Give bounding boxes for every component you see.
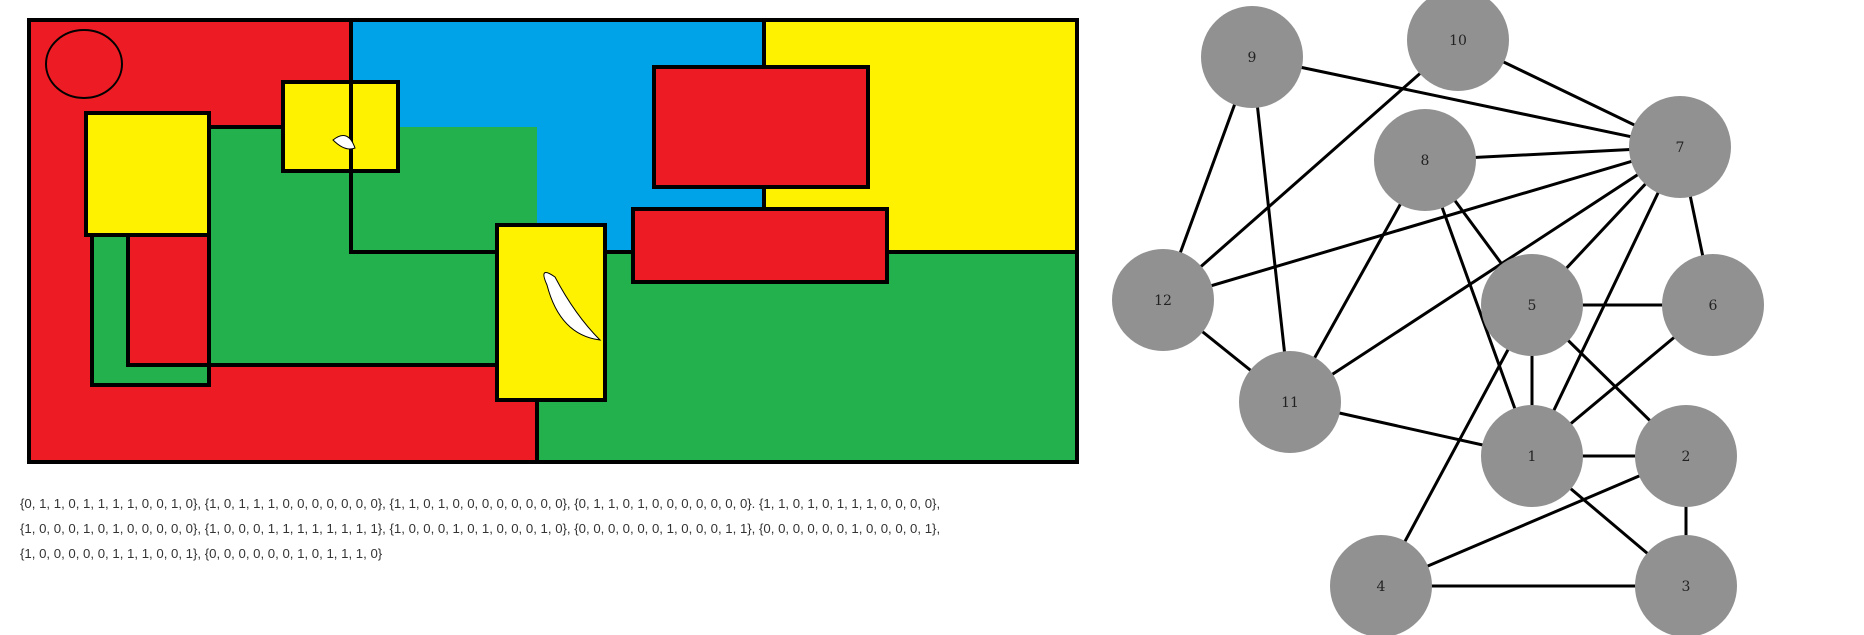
region-label-1-circle (45, 29, 123, 99)
graph-node-10 (1407, 0, 1509, 91)
adjacency-matrix-text: {0, 1, 1, 0, 1, 1, 1, 1, 0, 0, 1, 0}, {1… (20, 491, 1080, 566)
graph-node-label-11: 11 (1281, 395, 1299, 411)
region-6 (283, 82, 398, 171)
graph-edge-9-7 (1251, 55, 1681, 149)
white-mark-8 (543, 272, 602, 341)
graph-edge-5-4 (1379, 304, 1534, 587)
region-map: 1 2 3 4 5 6 7 8 9 10 11 12 (27, 18, 1079, 464)
graph-node-1 (1481, 405, 1583, 507)
graph-edge-7-1 (1530, 146, 1682, 457)
graph-node-11 (1239, 351, 1341, 453)
graph-edge-2-4 (1380, 454, 1687, 588)
graph-node-label-8: 8 (1421, 153, 1430, 169)
graph-node-4 (1330, 535, 1432, 635)
region-9 (633, 209, 887, 282)
graph-node-6 (1662, 254, 1764, 356)
graph-node-7 (1629, 96, 1731, 198)
graph-node-label-10: 10 (1449, 33, 1467, 49)
region-8 (497, 225, 605, 400)
graph-node-label-6: 6 (1709, 298, 1718, 314)
graph-edge-8-1 (1423, 159, 1534, 457)
graph-node-label-7: 7 (1676, 140, 1685, 156)
adjacency-line: {1, 0, 0, 0, 0, 0, 1, 1, 1, 0, 0, 1}, {0… (20, 546, 383, 561)
region-4 (128, 235, 209, 365)
graph-node-label-12: 12 (1154, 293, 1172, 309)
graph-node-label-2: 2 (1682, 449, 1691, 465)
adjacency-line: {1, 0, 0, 0, 1, 0, 1, 0, 0, 0, 0, 0}, {1… (20, 521, 941, 536)
graph-edge-12-7 (1162, 145, 1681, 302)
graph-node-label-5: 5 (1528, 298, 1537, 314)
graph-node-label-3: 3 (1682, 579, 1691, 595)
graph-node-2 (1635, 405, 1737, 507)
graph-node-label-4: 4 (1377, 579, 1386, 595)
graph-node-3 (1635, 535, 1737, 635)
region-11 (537, 252, 1077, 462)
graph-node-label-9: 9 (1248, 50, 1257, 66)
graph-edge-9-11 (1250, 56, 1292, 403)
graph-node-label-1: 1 (1528, 449, 1537, 465)
graph-edge-10-12 (1162, 38, 1459, 302)
graph-node-9 (1201, 6, 1303, 108)
graph-node-8 (1374, 109, 1476, 211)
graph-edge-7-11 (1289, 145, 1681, 404)
white-mark-6 (332, 135, 356, 150)
region-2 (86, 113, 209, 235)
region-10 (654, 67, 868, 187)
graph-node-12 (1112, 249, 1214, 351)
adjacency-line: {0, 1, 1, 0, 1, 1, 1, 1, 0, 0, 1, 0}, {1… (20, 496, 941, 511)
graph-node-5 (1481, 254, 1583, 356)
